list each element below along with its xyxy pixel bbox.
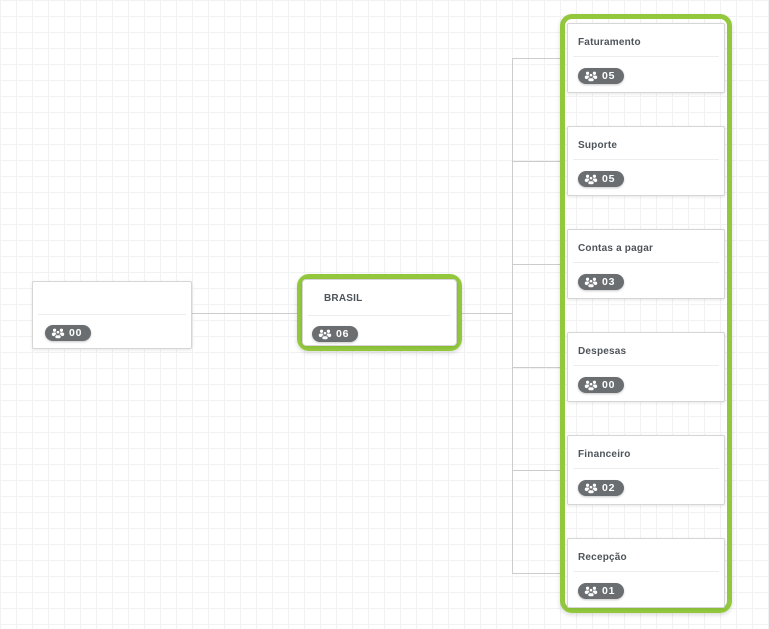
node-divider <box>573 571 719 572</box>
org-node-contas-a-pagar[interactable]: Contas a pagar 03 <box>567 229 725 299</box>
org-node-root[interactable]: 00 <box>32 281 192 349</box>
member-count: 02 <box>602 481 616 494</box>
node-divider <box>38 314 186 315</box>
org-node-recepcao[interactable]: Recepção 01 <box>567 538 725 608</box>
group-members-icon <box>584 380 598 391</box>
connector-stub-5 <box>512 470 561 471</box>
org-node-suporte[interactable]: Suporte 05 <box>567 126 725 196</box>
node-divider <box>573 56 719 57</box>
node-divider <box>573 159 719 160</box>
group-members-icon <box>51 328 65 339</box>
org-node-despesas[interactable]: Despesas 00 <box>567 332 725 402</box>
member-count-badge[interactable]: 05 <box>578 171 625 187</box>
member-count-badge[interactable]: 02 <box>578 480 625 496</box>
connector-stub-3 <box>512 264 561 265</box>
member-count-badge[interactable]: 03 <box>578 274 625 290</box>
group-members-icon <box>584 71 598 82</box>
member-count-badge[interactable]: 01 <box>578 583 625 599</box>
node-title: Despesas <box>578 346 627 357</box>
member-count-badge[interactable]: 00 <box>578 377 625 393</box>
node-title: BRASIL <box>324 293 363 304</box>
org-node-brasil[interactable]: BRASIL 06 <box>302 279 457 346</box>
org-node-financeiro[interactable]: Financeiro 02 <box>567 435 725 505</box>
member-count-badge[interactable]: 05 <box>578 68 625 84</box>
children-group-highlight: Faturamento 05 Suporte 05 <box>560 14 732 613</box>
node-title: Suporte <box>578 140 618 151</box>
member-count: 03 <box>602 275 616 288</box>
node-divider <box>573 262 719 263</box>
node-divider <box>573 468 719 469</box>
node-divider <box>573 365 719 366</box>
member-count: 00 <box>602 378 616 391</box>
group-members-icon <box>584 586 598 597</box>
group-members-icon <box>584 277 598 288</box>
node-title: Financeiro <box>578 449 631 460</box>
node-title: Faturamento <box>578 37 641 48</box>
member-count: 01 <box>602 584 616 597</box>
member-count-badge[interactable]: 00 <box>45 325 92 341</box>
connector-root-to-brasil <box>192 313 297 314</box>
member-count-badge[interactable]: 06 <box>312 326 359 342</box>
connector-brasil-to-spine <box>462 313 512 314</box>
group-members-icon <box>318 329 332 340</box>
node-title: Contas a pagar <box>578 243 654 254</box>
node-divider <box>308 315 451 316</box>
connector-stub-2 <box>512 161 561 162</box>
connector-stub-1 <box>512 58 561 59</box>
member-count: 05 <box>602 172 616 185</box>
org-node-faturamento[interactable]: Faturamento 05 <box>567 23 725 93</box>
member-count: 00 <box>69 326 83 339</box>
connector-stub-4 <box>512 367 561 368</box>
node-title: Recepção <box>578 552 627 563</box>
org-node-brasil-highlight: BRASIL 06 <box>297 274 462 351</box>
group-members-icon <box>584 483 598 494</box>
connector-stub-6 <box>512 573 561 574</box>
connector-spine <box>512 58 513 574</box>
member-count: 05 <box>602 69 616 82</box>
member-count: 06 <box>336 327 350 340</box>
group-members-icon <box>584 174 598 185</box>
